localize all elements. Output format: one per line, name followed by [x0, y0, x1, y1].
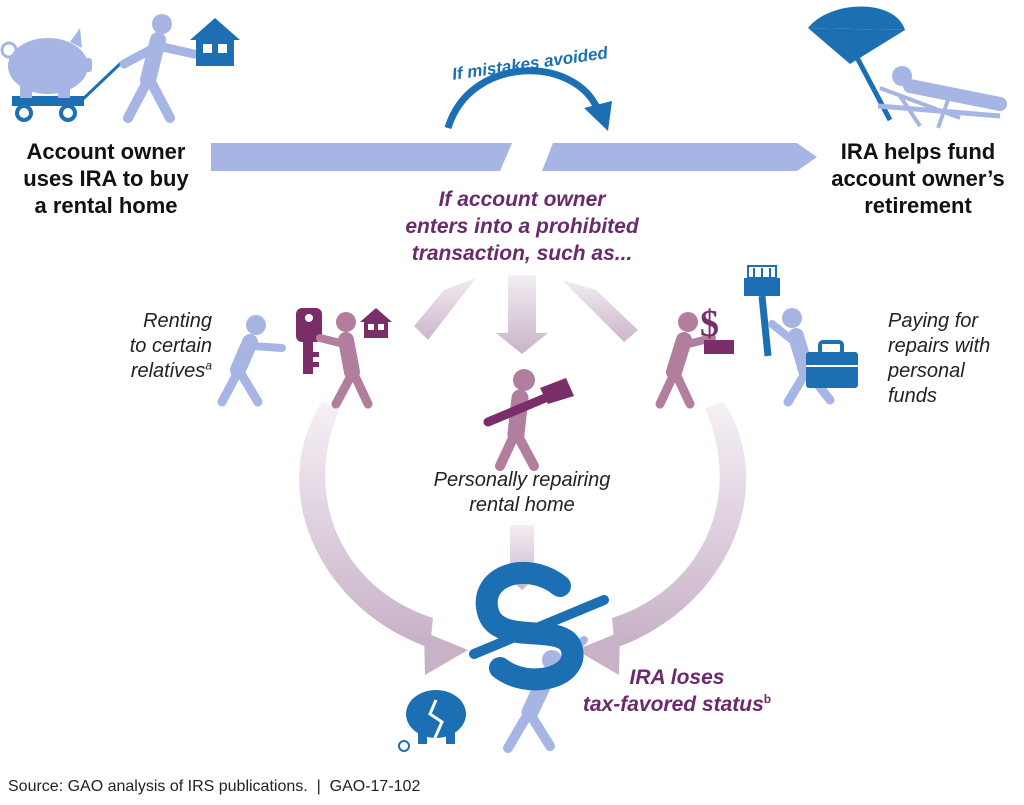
repairing-line-1: Personally repairing	[433, 469, 611, 491]
loses-footnote: b	[763, 692, 772, 706]
end-label: IRA helps fund account owner’s retiremen…	[818, 138, 1018, 219]
key-icon	[296, 308, 322, 374]
prohibited-fan-arrows	[414, 275, 638, 354]
renting-line-3: relatives	[130, 360, 206, 382]
owner-person-icon	[316, 312, 373, 409]
source-note: Source: GAO analysis of IRS publications…	[8, 778, 421, 795]
broken-piggy-bank-icon	[398, 690, 466, 752]
paying-line-1: Paying for	[888, 310, 979, 332]
svg-text:$: $	[700, 303, 719, 345]
hammer-icon	[483, 378, 574, 427]
prohibited-line-1: If account owner	[438, 188, 606, 211]
small-house-icon	[360, 308, 392, 338]
lounging-person-icon	[877, 66, 1007, 129]
mistakes-avoided-arc-arrow	[444, 67, 612, 131]
loses-line-2: tax-favored status	[582, 693, 764, 716]
repairing-label: Personally repairing rental home	[392, 468, 652, 518]
paying-line-2: repairs with	[888, 335, 991, 357]
right-side-arc	[576, 402, 747, 675]
start-line-2: uses IRA to buy	[23, 166, 189, 191]
start-line-1: Account owner	[26, 139, 186, 164]
paying-line-4: funds	[888, 385, 937, 407]
left-side-arc	[299, 402, 468, 675]
start-label: Account owner uses IRA to buy a rental h…	[6, 138, 206, 219]
paint-brush-icon	[744, 265, 780, 357]
piggy-bank-icon	[0, 28, 92, 98]
start-line-3: a rental home	[34, 193, 178, 218]
end-line-3: retirement	[864, 193, 972, 218]
prohibited-line-3: transaction, such as...	[411, 242, 633, 265]
prohibited-line-2: enters into a prohibited	[405, 215, 639, 238]
end-line-2: account owner’s	[831, 166, 1005, 191]
repairing-line-2: rental home	[469, 494, 575, 516]
renting-line-2: to certain	[129, 335, 212, 357]
beach-umbrella-icon	[808, 6, 905, 122]
loses-line-1: IRA loses	[629, 666, 725, 689]
wagon-icon	[12, 60, 124, 122]
end-line-1: IRA helps fund	[840, 139, 996, 164]
walking-person-icon	[119, 14, 199, 123]
prohibited-label: If account owner enters into a prohibite…	[372, 186, 672, 267]
relative-person-icon	[217, 315, 286, 407]
paying-label: Paying for repairs with personal funds	[888, 309, 1018, 409]
renting-label: Renting to certain relativesa	[100, 309, 212, 384]
dollar-sign-icon: $	[700, 303, 734, 354]
house-icon	[190, 18, 240, 66]
renting-line-1: Renting	[143, 310, 212, 332]
loses-label: IRA loses tax-favored statusb	[562, 664, 792, 718]
toolbox-icon	[806, 340, 858, 388]
falling-dollar-icon	[469, 561, 609, 691]
main-flow-arrow	[211, 143, 817, 171]
paying-line-3: personal	[888, 360, 965, 382]
paying-person-icon	[655, 312, 716, 409]
renting-footnote: a	[205, 358, 212, 373]
